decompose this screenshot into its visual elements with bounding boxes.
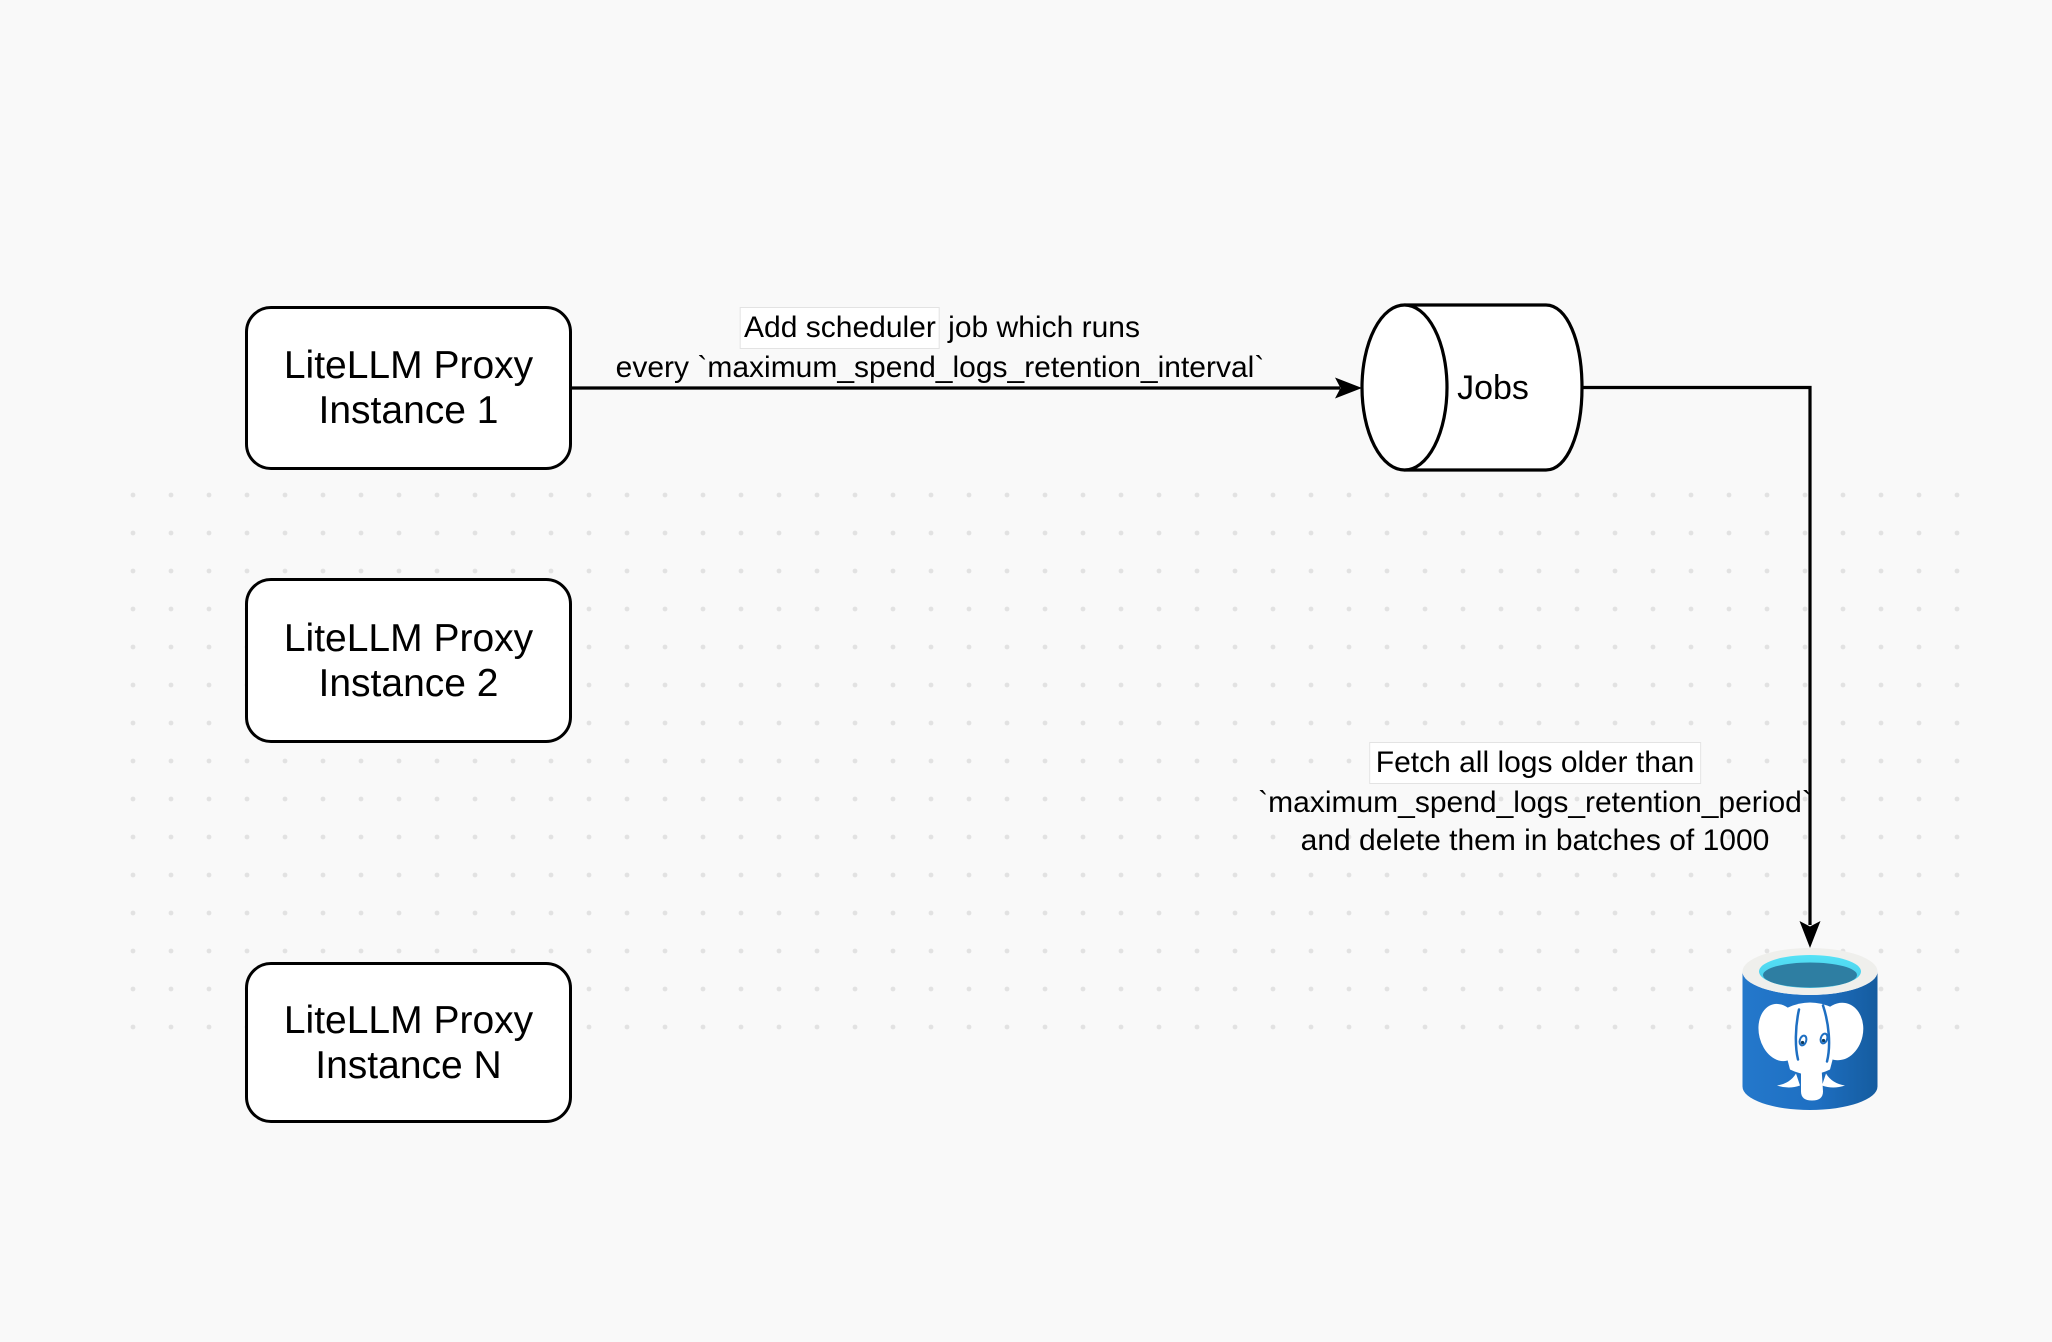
postgres-elephant-icon — [1758, 1002, 1864, 1101]
edge-label-line1-rest: job which runs — [939, 311, 1140, 344]
edge-label-line1-highlight: Add scheduler — [740, 307, 940, 349]
node-label-line2: Instance 1 — [318, 389, 499, 432]
edge-label-line1: Fetch all logs older than — [1258, 742, 1812, 784]
edge-label-line3: and delete them in batches of 1000 — [1300, 824, 1770, 857]
jobs-cylinder-shape — [1360, 303, 1584, 472]
arrowhead-down-icon — [1799, 921, 1821, 948]
edge-label-line1: Add scheduler job which runs — [616, 307, 1265, 349]
edge-label-line1-text: Fetch all logs older than — [1368, 742, 1702, 784]
edge-label-line2: `maximum_spend_logs_retention_period` — [1258, 786, 1812, 819]
edge-label-fetch-delete: Fetch all logs older than `maximum_spend… — [1258, 742, 1812, 860]
edge-jobs-to-postgres — [1582, 385, 1812, 925]
node-litellm-proxy-instance-n: LiteLLM Proxy Instance N — [245, 962, 572, 1123]
node-litellm-proxy-instance-2: LiteLLM Proxy Instance 2 — [245, 578, 572, 743]
arrowhead-right-icon — [1335, 377, 1362, 399]
jobs-cylinder-label: Jobs — [1457, 369, 1529, 407]
node-label-line1: LiteLLM Proxy — [283, 998, 534, 1042]
edge-label-line2: every `maximum_spend_logs_retention_inte… — [615, 351, 1265, 384]
node-label-line1: LiteLLM Proxy — [283, 616, 534, 660]
node-label-line2: Instance N — [315, 1043, 502, 1087]
edge-label-add-scheduler: Add scheduler job which runs every `maxi… — [615, 307, 1265, 387]
postgresql-database-icon — [1742, 948, 1878, 1110]
node-label-line1: LiteLLM Proxy — [283, 344, 534, 387]
node-label-line2: Instance 2 — [318, 661, 499, 705]
node-litellm-proxy-instance-1: LiteLLM Proxy Instance 1 — [245, 306, 572, 470]
